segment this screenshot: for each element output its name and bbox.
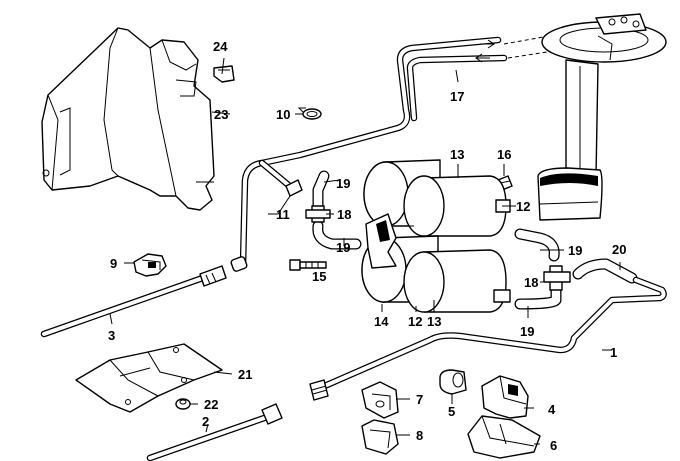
callout-3: 3 [108, 328, 115, 343]
part-clip-8 [361, 419, 399, 455]
callout-19-d: 19 [520, 324, 534, 339]
callout-5: 5 [448, 404, 455, 419]
callout-13-lower: 13 [427, 314, 441, 329]
callout-7: 7 [416, 392, 423, 407]
part-fuel-line-3 [40, 265, 227, 338]
callout-20: 20 [612, 242, 626, 257]
callout-8: 8 [416, 428, 423, 443]
part-fuel-line-2 [146, 403, 283, 461]
part-fuel-filters [361, 159, 516, 313]
callout-1: 1 [610, 345, 617, 360]
callout-6: 6 [550, 438, 557, 453]
callout-16: 16 [497, 147, 511, 162]
callout-12-upper: 12 [516, 199, 530, 214]
leader-lines [109, 57, 621, 445]
part-clip-24 [213, 65, 235, 83]
callout-19-a: 19 [336, 176, 350, 191]
callout-2: 2 [202, 414, 209, 429]
callout-12-lower: 12 [408, 314, 422, 329]
part-heat-shield [41, 27, 215, 211]
callout-13-upper: 13 [450, 147, 464, 162]
callout-19-c: 19 [568, 243, 582, 258]
callout-18-right: 18 [524, 275, 538, 290]
part-mounting-plate [75, 343, 223, 413]
callout-9: 9 [110, 256, 117, 271]
callout-22: 22 [204, 397, 218, 412]
part-fuel-line-1 [309, 276, 667, 401]
part-bracket-4 [481, 375, 529, 419]
callout-labels: 1 2 3 4 5 6 7 8 9 10 11 12 12 13 13 14 1… [108, 39, 626, 453]
part-bracket-6 [467, 415, 541, 459]
part-bolt-15 [289, 259, 327, 271]
callout-10: 10 [276, 107, 290, 122]
part-clip-9 [133, 253, 167, 277]
part-hoses-right [514, 228, 638, 310]
part-hoses-left [285, 170, 362, 250]
part-nut-22 [175, 398, 191, 410]
callout-14: 14 [374, 314, 389, 329]
callout-15: 15 [312, 269, 326, 284]
callout-18-left: 18 [337, 207, 351, 222]
callout-17: 17 [450, 89, 464, 104]
callout-23: 23 [214, 107, 228, 122]
callout-21: 21 [238, 367, 252, 382]
part-fuel-pump-sender [537, 13, 667, 221]
callout-11: 11 [276, 207, 290, 222]
part-fuel-lines-top [230, 33, 561, 272]
callout-4: 4 [548, 402, 556, 417]
part-grommet-5 [439, 369, 467, 395]
callout-24: 24 [213, 39, 228, 54]
callout-19-b: 19 [336, 240, 350, 255]
part-clip-7 [361, 381, 399, 419]
